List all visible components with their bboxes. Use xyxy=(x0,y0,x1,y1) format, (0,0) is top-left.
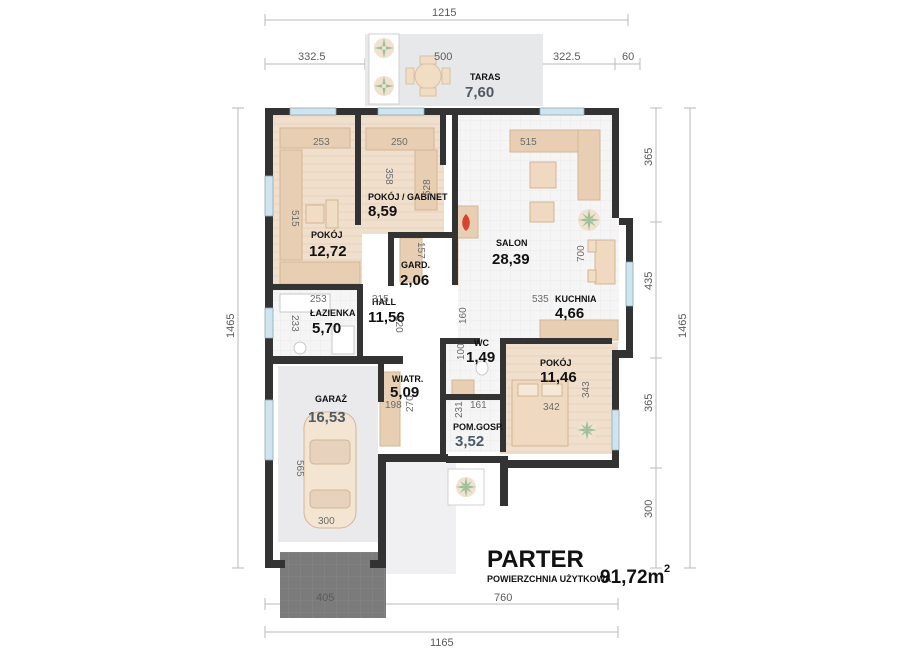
dim-bottom-1: 405 xyxy=(316,592,334,604)
dim-right-2: 435 xyxy=(643,272,655,290)
room-name-wiatr: WIATR. xyxy=(392,374,423,384)
plant-icon xyxy=(374,38,394,58)
dim-right-4: 300 xyxy=(643,500,655,518)
terrace xyxy=(365,33,543,106)
dim-bottom-2: 760 xyxy=(494,592,512,604)
room-dim: 270 xyxy=(405,395,416,412)
room-dim: 315 xyxy=(372,294,389,305)
room-name-pokoj-gabinet: POKÓJ / GABINET xyxy=(368,191,448,202)
room-dim: 231 xyxy=(454,401,465,418)
dim-right-3: 365 xyxy=(643,394,655,412)
dim-right-1: 365 xyxy=(643,148,655,166)
plant-icon xyxy=(447,468,485,506)
plant-icon xyxy=(578,209,600,231)
room-dim: 535 xyxy=(532,294,549,305)
room-name-pom-gosp: POM.GOSP. xyxy=(453,422,503,432)
room-name-kuchnia: KUCHNIA xyxy=(555,294,597,304)
room-dim: 342 xyxy=(543,402,560,413)
room-dim: 220 xyxy=(393,316,404,333)
room-name-taras: TARAS xyxy=(470,72,500,82)
room-dim: 250 xyxy=(391,137,408,148)
outer-dimensions: 1215 332.5 500 322.5 60 1465 365 435 146… xyxy=(225,7,689,649)
room-dim: 161 xyxy=(470,400,487,411)
room-name-garaz: GARAŻ xyxy=(315,394,347,404)
room-area-kuchnia: 4,66 xyxy=(555,305,584,322)
plant-icon xyxy=(374,76,394,96)
plant-icon xyxy=(577,420,597,440)
dim-top-total: 1215 xyxy=(432,7,456,19)
room-name-wc: WC xyxy=(474,338,489,348)
room-dim: 515 xyxy=(520,137,537,148)
room-area-wiatr: 5,09 xyxy=(390,384,419,401)
plan-total-area: 91,72m xyxy=(600,567,664,588)
room-name-hall: HALL xyxy=(372,297,396,307)
room-area-gard: 2,06 xyxy=(400,272,429,289)
room-name-lazienka: ŁAZIENKA xyxy=(310,308,356,318)
room-area-taras: 7,60 xyxy=(465,84,494,101)
room-dim: 253 xyxy=(313,137,330,148)
room-area-pom-gosp: 3,52 xyxy=(455,433,484,450)
plan-title: PARTER xyxy=(487,546,584,573)
room-dim: 157 xyxy=(415,242,426,259)
room-dim: 198 xyxy=(385,400,402,411)
terrace-table-set xyxy=(405,55,451,97)
room-dim: 358 xyxy=(383,168,394,185)
dim-top-right: 322.5 xyxy=(553,51,581,63)
room-name-pokoj-2: POKÓJ xyxy=(540,357,572,368)
room-dim: 515 xyxy=(289,210,300,227)
room-dim: 343 xyxy=(581,381,592,398)
room-area-salon: 28,39 xyxy=(492,251,530,268)
room-dim: 528 xyxy=(422,179,433,196)
title-block: PARTER POWIERZCHNIA UŻYTKOWA 91,72m 2 xyxy=(487,546,670,588)
plan-subtitle: POWIERZCHNIA UŻYTKOWA xyxy=(487,574,612,584)
dim-top-small: 60 xyxy=(622,51,634,63)
room-area-pokoj-gabinet: 8,59 xyxy=(368,203,397,220)
room-dim: 160 xyxy=(458,307,469,324)
dim-top-left: 332.5 xyxy=(298,51,326,63)
room-dim: 300 xyxy=(318,516,335,527)
windows xyxy=(264,107,634,461)
room-dim: 100 xyxy=(456,343,467,360)
plan-total-area-sup: 2 xyxy=(664,563,670,575)
room-dimensions: 253 250 515 515 358 528 157 700 253 315 … xyxy=(289,137,592,527)
room-name-salon: SALON xyxy=(496,238,528,248)
room-area-garaz: 16,53 xyxy=(308,409,346,426)
room-dim: 253 xyxy=(310,294,327,305)
car-icon xyxy=(303,411,357,529)
room-dim: 233 xyxy=(289,315,300,332)
room-dim: 565 xyxy=(294,460,305,477)
room-area-wc: 1,49 xyxy=(466,349,495,366)
dim-bottom-total: 1165 xyxy=(430,637,454,649)
dim-top-mid: 500 xyxy=(434,51,452,63)
room-labels: TARAS 7,60 POKÓJ / GABINET 8,59 POKÓJ 12… xyxy=(308,72,597,450)
room-area-pokoj-1: 12,72 xyxy=(309,243,347,260)
room-area-pokoj-2: 11,46 xyxy=(540,369,577,386)
room-name-gard: GARD. xyxy=(401,260,430,270)
room-name-pokoj-1: POKÓJ xyxy=(311,229,343,240)
driveway xyxy=(280,552,386,618)
room-dim: 700 xyxy=(576,245,587,262)
dim-left-total: 1465 xyxy=(225,314,237,338)
room-area-lazienka: 5,70 xyxy=(312,320,341,337)
dim-right-total: 1465 xyxy=(677,314,689,338)
room-area-hall: 11,56 xyxy=(368,309,405,326)
